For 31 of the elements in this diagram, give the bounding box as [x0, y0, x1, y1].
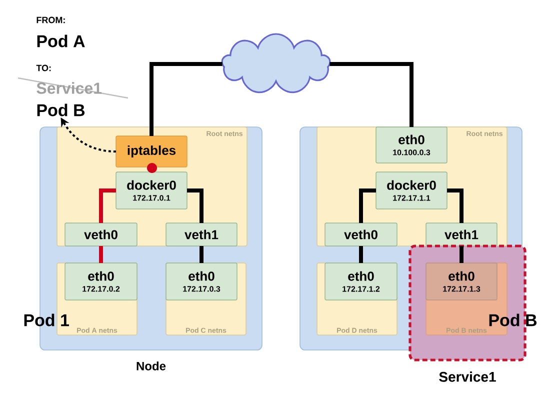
target-text: Pod B: [37, 104, 85, 116]
interface-box: eth0 172.17.0.2: [64, 262, 138, 300]
interface-box: veth0: [64, 222, 138, 246]
cloud-shape: [221, 33, 331, 94]
connector-line: [99, 188, 116, 223]
pod-title: Pod A: [37, 34, 85, 48]
node-label: Node: [136, 362, 166, 370]
interface-box: eth0 172.17.0.3: [166, 262, 238, 300]
pod-label: Pod B: [489, 314, 537, 326]
connector-line: [359, 188, 376, 223]
interface-box: docker0 172.17.0.1: [116, 172, 188, 210]
node-label: Service1: [439, 372, 496, 382]
connector-line: [150, 62, 222, 136]
heading-label: TO:: [36, 64, 51, 72]
iptables-box: iptables: [116, 136, 188, 168]
connector-line: [460, 246, 464, 263]
interface-box: veth0: [324, 222, 398, 246]
interface-box: eth0 172.17.1.2: [324, 262, 398, 300]
interface-box: eth0 172.17.1.3: [426, 262, 498, 300]
connector-line: [187, 188, 204, 223]
interface-box: eth0 10.100.0.3: [376, 126, 448, 164]
connector-line: [200, 246, 204, 263]
interface-box: veth1: [166, 222, 238, 246]
connector-line: [359, 246, 363, 263]
connector-line: [447, 188, 464, 223]
connector-line: [99, 246, 103, 263]
connector-line: [330, 62, 414, 127]
interface-box: docker0 172.17.1.1: [376, 172, 448, 210]
interface-box: veth1: [426, 222, 498, 246]
pod-label: Pod 1: [24, 314, 69, 326]
heading-label: FROM:: [36, 16, 65, 24]
